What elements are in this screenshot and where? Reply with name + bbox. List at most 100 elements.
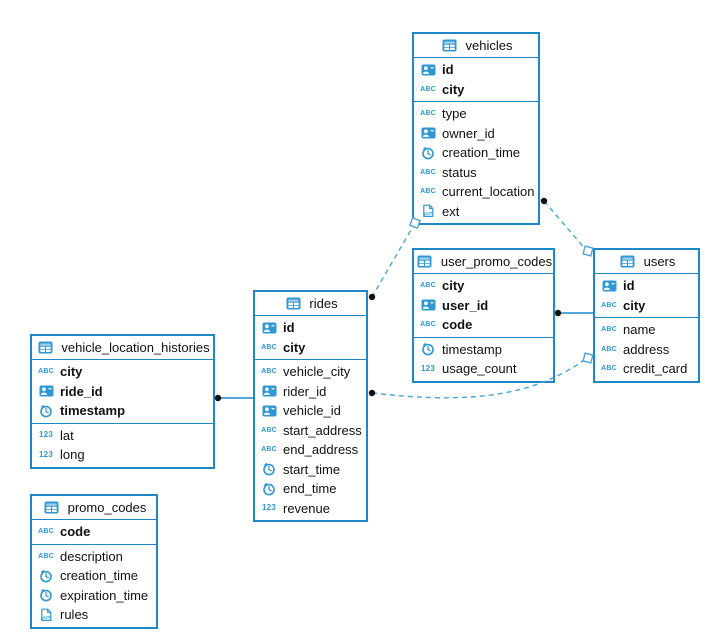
abc-text-type-icon: ABC: [261, 426, 277, 434]
column-row-timestamp[interactable]: timestamp: [414, 340, 553, 360]
id-badge-icon: [418, 299, 438, 311]
abc-text-type-icon: ABC: [38, 528, 54, 536]
column-row-status[interactable]: ABC status: [414, 163, 538, 183]
column-row-expiration_time[interactable]: expiration_time: [32, 586, 156, 606]
table-icon: [440, 39, 460, 52]
column-name: timestamp: [442, 341, 502, 357]
column-row-user_id[interactable]: user_id: [414, 296, 553, 316]
column-name: owner_id: [442, 125, 495, 141]
column-name: revenue: [283, 500, 330, 516]
column-row-vehicle_id[interactable]: vehicle_id: [255, 401, 366, 421]
id-badge-icon: [259, 385, 279, 397]
column-name: ride_id: [60, 383, 103, 399]
abc-text-type-icon: ABC: [420, 110, 436, 118]
numeric-123-type-icon: 123: [421, 363, 435, 373]
table-header-users[interactable]: users: [595, 250, 698, 274]
table-header-vehicles[interactable]: vehicles: [414, 34, 538, 58]
column-name: address: [623, 341, 670, 357]
column-row-city[interactable]: ABC city: [414, 276, 553, 296]
column-row-timestamp[interactable]: timestamp: [32, 401, 213, 421]
column-row-start_time[interactable]: start_time: [255, 460, 366, 480]
abc-text-type-icon: ABC: [420, 168, 436, 176]
column-row-id[interactable]: id: [414, 60, 538, 80]
relation-dot-marker: [368, 293, 376, 301]
column-row-id[interactable]: id: [255, 318, 366, 338]
numeric-123-type-icon: 123: [39, 430, 53, 440]
column-name: rider_id: [283, 383, 327, 399]
column-row-description[interactable]: ABC description: [32, 547, 156, 567]
column-name: timestamp: [60, 403, 126, 419]
json-document-type-icon: JSON: [36, 608, 56, 622]
column-row-address[interactable]: ABC address: [595, 340, 698, 360]
column-row-end_time[interactable]: end_time: [255, 479, 366, 499]
column-name: vehicle_id: [283, 403, 341, 419]
table-header-rides[interactable]: rides: [255, 292, 366, 316]
column-name: city: [442, 278, 465, 294]
column-name: creation_time: [442, 145, 521, 161]
column-name: current_location: [442, 184, 535, 200]
column-name: id: [442, 62, 454, 78]
column-row-id[interactable]: id: [595, 276, 698, 296]
abc-text-type-icon: ABC: [261, 368, 277, 376]
table-header-vehicle_location_histories[interactable]: vehicle_location_histories: [32, 336, 213, 360]
clock-time-type-icon: [36, 569, 56, 583]
column-name: city: [283, 339, 306, 355]
column-name: creation_time: [60, 568, 139, 584]
column-name: status: [442, 164, 477, 180]
column-name: start_time: [283, 461, 341, 477]
clock-time-type-icon: [259, 462, 279, 476]
column-name: name: [623, 322, 656, 338]
id-badge-icon: [259, 322, 279, 334]
json-document-type-icon: JSON: [418, 204, 438, 218]
column-name: city: [623, 297, 646, 313]
column-name: vehicle_city: [283, 364, 351, 380]
abc-text-type-icon: ABC: [38, 552, 54, 560]
abc-text-type-icon: ABC: [601, 326, 617, 334]
column-row-rider_id[interactable]: rider_id: [255, 382, 366, 402]
abc-text-type-icon: ABC: [420, 282, 436, 290]
table-title: users: [643, 254, 676, 269]
relation-dot-marker: [540, 197, 548, 205]
column-row-vehicle_city[interactable]: ABC vehicle_city: [255, 362, 366, 382]
table-icon: [415, 255, 435, 268]
table-header-promo_codes[interactable]: promo_codes: [32, 496, 156, 520]
column-row-creation_time[interactable]: creation_time: [414, 143, 538, 163]
column-row-owner_id[interactable]: owner_id: [414, 124, 538, 144]
column-row-ride_id[interactable]: ride_id: [32, 382, 213, 402]
numeric-123-type-icon: 123: [39, 449, 53, 459]
table-header-user_promo_codes[interactable]: user_promo_codes: [414, 250, 553, 274]
column-name: description: [60, 548, 123, 564]
abc-text-type-icon: ABC: [601, 345, 617, 353]
column-row-creation_time[interactable]: creation_time: [32, 566, 156, 586]
column-row-name[interactable]: ABC name: [595, 320, 698, 340]
relation-dot-marker: [214, 394, 222, 402]
table-title: promo_codes: [67, 500, 147, 515]
